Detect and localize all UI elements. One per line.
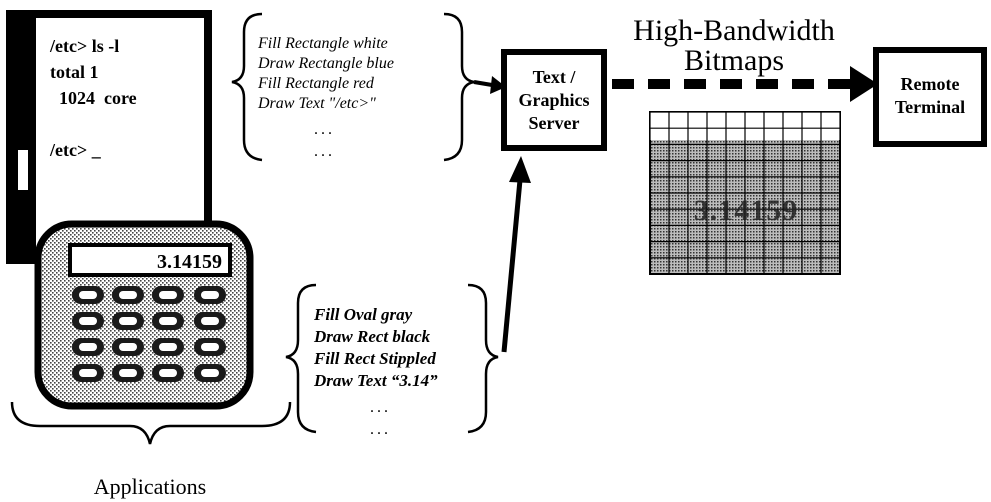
- calculator-key: [152, 286, 184, 304]
- calculator: 3.14159: [38, 224, 250, 406]
- right-brace-icon: [468, 285, 498, 432]
- server-label-1: Text /: [533, 67, 577, 87]
- calculator-key: [194, 286, 226, 304]
- terminal-line-2: total 1: [50, 62, 99, 82]
- command-line-3: Fill Rect Stippled: [313, 349, 436, 368]
- command-line-1: Fill Oval gray: [313, 305, 413, 324]
- command-line-4: Draw Text “3.14”: [313, 371, 438, 390]
- bandwidth-title-1: High-Bandwidth: [633, 14, 835, 47]
- right-brace-icon: [444, 14, 474, 160]
- left-brace-icon: [286, 285, 316, 432]
- calculator-key: [72, 338, 104, 356]
- ellipsis: ...: [370, 421, 391, 438]
- calculator-key: [72, 286, 104, 304]
- bandwidth-title-2: Bitmaps: [684, 44, 784, 77]
- command-line-3: Fill Rectangle red: [257, 75, 375, 92]
- terminal-line-1: /etc> ls -l: [49, 36, 119, 56]
- terminal-line-5: /etc> _: [49, 140, 102, 160]
- calculator-key: [194, 312, 226, 330]
- ellipsis: ...: [314, 143, 335, 160]
- terminal-line-3: 1024 core: [50, 88, 137, 108]
- terminal-scroll-thumb: [18, 150, 28, 190]
- calculator-key: [194, 364, 226, 382]
- calculator-key: [112, 312, 144, 330]
- server-label-3: Server: [529, 113, 580, 133]
- applications-label: Applications: [94, 474, 206, 499]
- command-line-2: Draw Rect black: [313, 327, 431, 346]
- calculator-key: [112, 338, 144, 356]
- bitmap-grid: 3.14159: [650, 112, 840, 274]
- command-line-2: Draw Rectangle blue: [257, 55, 394, 72]
- terminal-scrollbar: [10, 14, 36, 260]
- ellipsis: ...: [314, 121, 335, 138]
- calculator-key: [72, 312, 104, 330]
- commands-bottom: Fill Oval gray Draw Rect black Fill Rect…: [286, 285, 498, 438]
- calculator-key: [194, 338, 226, 356]
- calculator-display-text: 3.14159: [157, 251, 222, 273]
- applications-group: Applications: [12, 402, 290, 499]
- bitmap-text: 3.14159: [694, 194, 799, 227]
- calculator-key: [72, 364, 104, 382]
- calculator-key: [152, 338, 184, 356]
- calculator-key: [152, 312, 184, 330]
- ellipsis: ...: [370, 399, 391, 416]
- commands-top: Fill Rectangle white Draw Rectangle blue…: [232, 14, 474, 160]
- server-label-2: Graphics: [518, 90, 589, 110]
- remote-label-1: Remote: [901, 74, 960, 94]
- calculator-key: [112, 286, 144, 304]
- command-line-4: Draw Text "/etc>": [257, 95, 376, 112]
- server-box: Text / Graphics Server: [504, 52, 604, 148]
- command-line-1: Fill Rectangle white: [257, 35, 388, 52]
- calculator-key: [112, 364, 144, 382]
- calculator-key: [152, 364, 184, 382]
- arrow-head-icon: [509, 156, 531, 183]
- remote-label-2: Terminal: [895, 97, 965, 117]
- arrow-bottom-commands: [504, 180, 520, 352]
- remote-terminal-box: Remote Terminal: [876, 50, 984, 144]
